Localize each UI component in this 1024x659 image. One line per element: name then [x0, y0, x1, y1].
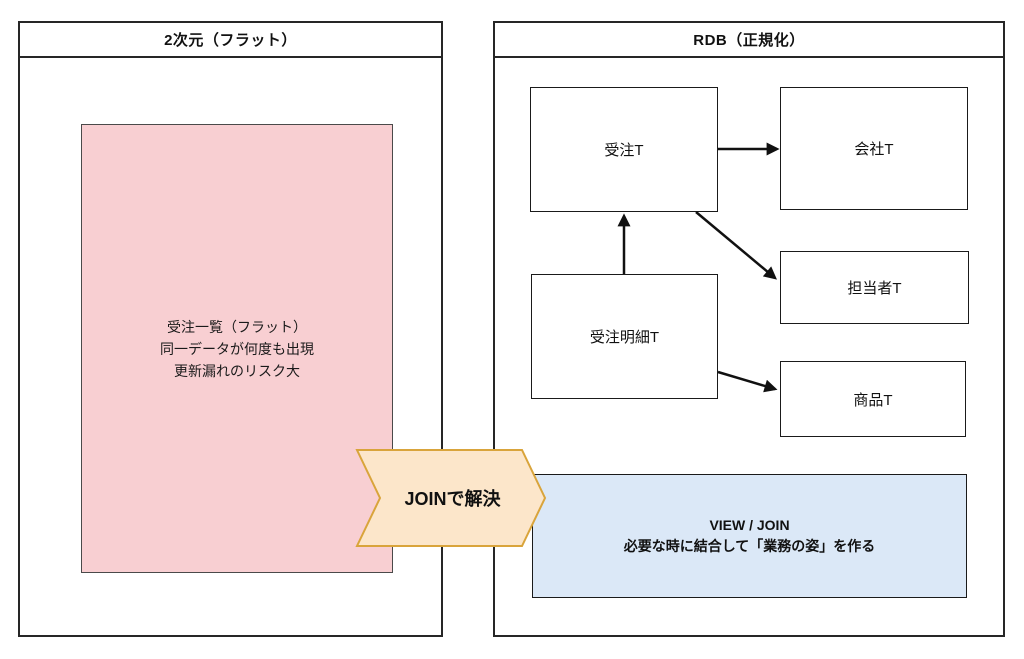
left-panel-title-text: 2次元（フラット）: [164, 32, 297, 49]
right-panel-title-text: RDB（正規化）: [693, 32, 805, 49]
left-panel-title: 2次元（フラット）: [20, 23, 441, 58]
table-node-company: 会社T: [780, 87, 968, 210]
view-join-line-1: VIEW / JOIN: [709, 517, 790, 533]
flat-order-list-box: 受注一覧（フラット） 同一データが何度も出現 更新漏れのリスク大: [81, 124, 393, 573]
flat-text-line-3: 更新漏れのリスク大: [174, 362, 300, 379]
flat-text-line-1: 受注一覧（フラット）: [167, 318, 307, 335]
table-node-staff-label: 担当者T: [847, 280, 902, 297]
table-node-order-detail: 受注明細T: [531, 274, 718, 399]
view-join-box: VIEW / JOIN 必要な時に結合して「業務の姿」を作る: [532, 474, 967, 598]
view-join-line-2: 必要な時に結合して「業務の姿」を作る: [623, 538, 876, 554]
table-node-staff: 担当者T: [780, 251, 969, 324]
flat-text-line-2: 同一データが何度も出現: [160, 340, 314, 357]
table-node-order-label: 受注T: [604, 142, 644, 159]
table-node-order-detail-label: 受注明細T: [589, 329, 660, 346]
table-node-order: 受注T: [530, 87, 718, 212]
table-node-company-label: 会社T: [854, 141, 894, 158]
table-node-product-label: 商品T: [853, 391, 893, 409]
right-panel-title: RDB（正規化）: [495, 23, 1003, 58]
table-node-product: 商品T: [780, 361, 966, 437]
